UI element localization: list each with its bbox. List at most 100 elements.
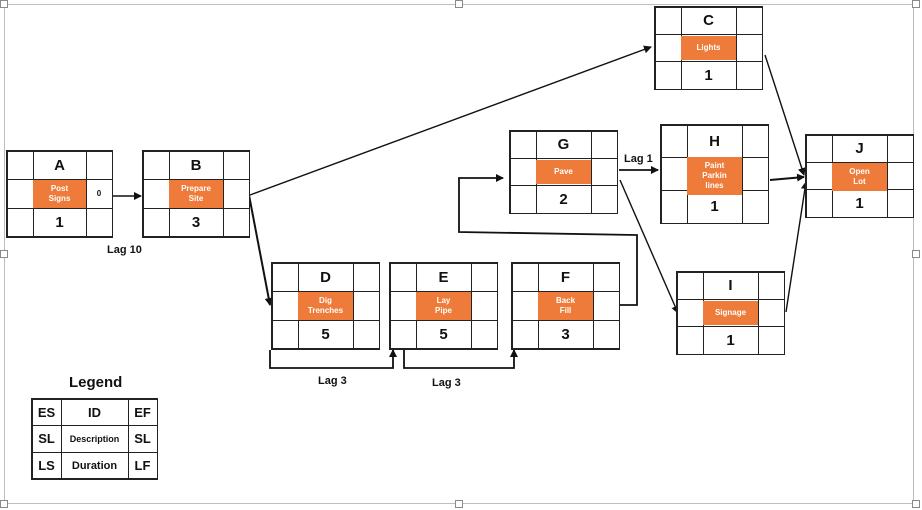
ef-cell [592,262,620,293]
node-duration: 3 [168,207,224,238]
legend-box: ES ID EF SL Description SL LS Duration L… [31,398,158,480]
arrow-b-to-d [248,194,273,306]
ef-cell [886,134,914,163]
legend-title: Legend [69,374,123,391]
es-cell [805,134,833,163]
node-h-description: Paint Parkin lines [687,157,742,195]
node-duration: 1 [680,61,737,90]
arrow-c-to-j [764,54,806,176]
ef-cell [741,124,769,159]
arrow-g-to-i [619,179,679,314]
ef-cell [590,130,618,159]
node-id: F [537,262,594,293]
activity-node-c[interactable]: C 1 [654,6,763,90]
node-id: D [297,262,354,293]
lf-cell [590,185,618,214]
node-e-description: Lay Pipe [416,292,471,320]
lf-cell [470,319,498,350]
node-duration: 2 [535,185,592,214]
legend-duration: Duration [60,451,129,480]
es-cell [509,130,537,159]
es-cell [660,124,688,159]
lf-cell [85,207,113,238]
sl-right-cell [470,291,498,321]
ef-cell [352,262,380,293]
node-j-description: Open Lot [832,163,887,191]
node-duration: 3 [537,319,594,350]
ls-cell [509,185,537,214]
node-i-description: Signage [703,301,758,325]
sl-left-cell [271,291,299,321]
ef-cell [222,150,250,181]
es-cell [654,6,682,35]
resize-handle-middle-left[interactable] [0,250,8,258]
node-duration: 1 [831,189,888,218]
lf-cell [741,189,769,224]
node-id: J [831,134,888,163]
sl-left-cell [654,33,682,63]
node-c-description: Lights [681,36,736,60]
arrow-b-to-c [249,45,652,196]
node-id: C [680,6,737,35]
sl-right-cell [886,161,914,191]
lf-cell [886,189,914,218]
lf-cell [592,319,620,350]
node-b-description: Prepare Site [169,180,223,208]
resize-handle-top-middle[interactable] [455,0,463,8]
ls-cell [660,189,688,224]
legend-ef: EF [127,398,158,427]
node-duration: 1 [702,326,759,355]
node-id: B [168,150,224,181]
arrow-i-to-j [785,181,809,313]
sl-left-cell [660,157,688,191]
lf-cell [222,207,250,238]
node-duration: 5 [415,319,472,350]
ef-cell [757,271,785,300]
sl-right-cell [352,291,380,321]
resize-handle-bottom-middle[interactable] [455,500,463,508]
node-duration: 1 [32,207,87,238]
es-cell [271,262,299,293]
resize-handle-bottom-right[interactable] [912,500,920,508]
resize-handle-top-left[interactable] [0,0,8,8]
sl-right-cell [590,157,618,187]
arrow-h-to-j [769,173,805,182]
node-a-description: Post Signs [33,180,86,208]
legend-es: ES [31,398,62,427]
node-f-description: Back Fill [538,292,593,320]
legend-sl-left: SL [31,425,62,453]
sl-right-cell: 0 [85,179,113,209]
ls-cell [6,207,34,238]
lf-cell [352,319,380,350]
es-cell [389,262,417,293]
ls-cell [271,319,299,350]
resize-handle-top-right[interactable] [912,0,920,8]
sl-right-cell [741,157,769,191]
lag-label-g-h: Lag 1 [624,153,653,165]
resize-handle-bottom-left[interactable] [0,500,8,508]
legend-ls: LS [31,451,62,480]
ls-cell [142,207,170,238]
sl-left-cell [389,291,417,321]
lf-cell [757,326,785,355]
sl-left-cell [142,179,170,209]
sl-right-cell [592,291,620,321]
es-cell [676,271,704,300]
sl-left-cell [511,291,539,321]
legend-sl-right: SL [127,425,158,453]
ef-cell [85,150,113,181]
resize-handle-middle-right[interactable] [912,250,920,258]
activity-node-i[interactable]: I 1 [676,271,785,355]
es-cell [6,150,34,181]
legend-id: ID [60,398,129,427]
node-id: A [32,150,87,181]
node-id: G [535,130,592,159]
node-duration: 5 [297,319,354,350]
ef-cell [470,262,498,293]
lag-label-d-e: Lag 3 [318,375,347,387]
activity-node-h[interactable]: H 1 [660,124,769,224]
sl-left-cell [805,161,833,191]
ls-cell [654,61,682,90]
lf-cell [735,61,763,90]
